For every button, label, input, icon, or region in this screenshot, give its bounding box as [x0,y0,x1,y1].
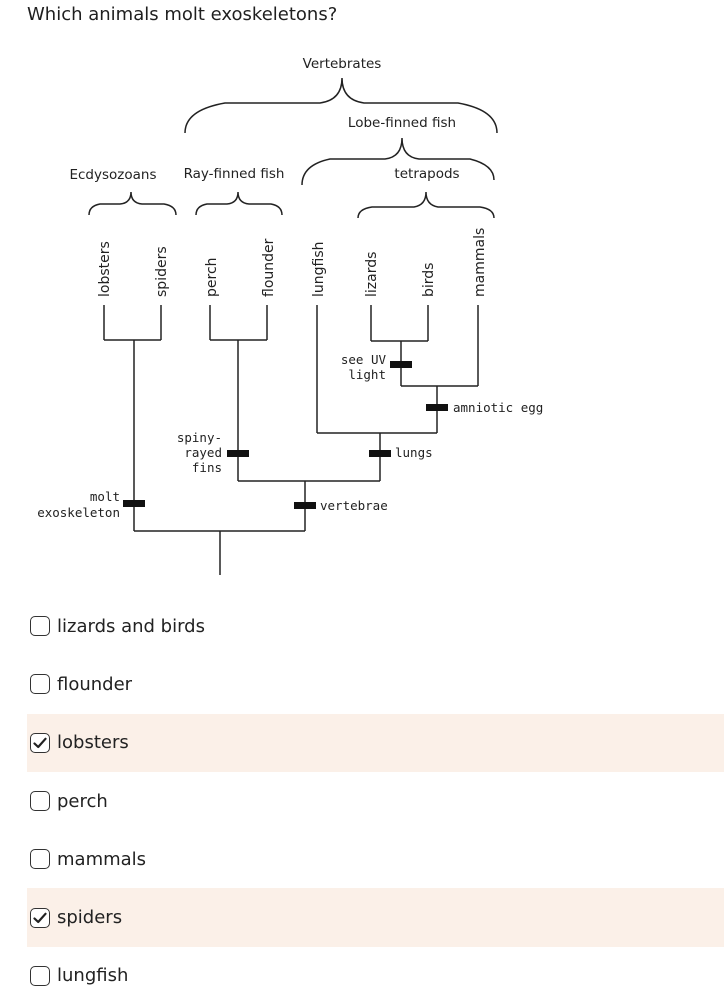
trait-mark-molt-exoskeleton [123,500,145,507]
trait-mark-see-uv-light [390,361,412,368]
option-label: lungfish [57,965,129,987]
trait-label-spiny-1: spiny- [177,430,222,445]
trait-mark-lungs [369,450,391,457]
trait-label-amniotic-egg: amniotic egg [453,400,543,415]
group-label-ecdysozoans: Ecdysozoans [69,167,156,183]
taxon-lobsters: lobsters [97,241,113,297]
option-flounder[interactable]: flounder [27,655,724,713]
trait-label-spiny-3: fins [192,460,222,475]
trait-mark-spiny-rayed-fins [227,450,249,457]
option-label: flounder [57,673,133,695]
taxon-lizards: lizards [364,252,380,297]
taxon-perch: perch [204,257,220,297]
trait-mark-amniotic-egg [426,404,448,411]
checkbox[interactable] [30,674,50,695]
option-label: perch [57,790,108,812]
checkmark-icon [33,912,47,923]
trait-label-lungs: lungs [395,445,433,460]
group-label-lobe-finned-fish: Lobe-finned fish [348,115,456,131]
brace-ray-finned-fish [195,191,283,216]
cladogram: Vertebrates Lobe-finned fish Ecdysozoans… [37,56,543,575]
checkbox[interactable] [30,732,50,753]
option-label: spiders [57,907,123,929]
taxon-spiders: spiders [154,246,170,297]
trait-label-see-uv-2: light [348,367,386,382]
checkbox[interactable] [30,907,50,928]
option-perch[interactable]: perch [27,772,724,830]
question-text: Which animals molt exoskeletons? [27,4,338,25]
trait-label-molt-1: molt [90,489,120,504]
brace-tetrapods [357,191,495,219]
option-spiders[interactable]: spiders [27,888,724,947]
option-lobsters[interactable]: lobsters [27,713,724,772]
trait-mark-vertebrae [294,502,316,509]
checkbox[interactable] [30,965,50,986]
trait-label-spiny-2: rayed [184,445,222,460]
option-mammals[interactable]: mammals [27,830,724,888]
option-lungfish[interactable]: lungfish [27,947,724,1005]
brace-vertebrates [184,77,498,134]
option-lizards-and-birds[interactable]: lizards and birds [27,597,724,655]
trait-label-molt-2: exoskeleton [37,505,120,520]
tree-lines [103,305,479,575]
brace-ecdysozoans [88,191,177,216]
group-label-tetrapods: tetrapods [394,166,459,182]
taxon-flounder: flounder [261,238,277,297]
option-label: lizards and birds [57,615,205,637]
taxon-lungfish: lungfish [311,241,327,297]
checkbox[interactable] [30,849,50,870]
trait-label-vertebrae: vertebrae [320,498,388,513]
option-label: lobsters [57,732,129,754]
brace-lobe-finned-fish [301,137,495,186]
checkbox[interactable] [30,791,50,812]
checkbox[interactable] [30,616,50,637]
taxon-mammals: mammals [472,228,488,297]
taxon-birds: birds [421,263,437,297]
answer-options: lizards and birds flounder lobsters perc… [27,597,724,1005]
group-label-vertebrates: Vertebrates [303,56,382,72]
option-label: mammals [57,848,147,870]
group-label-ray-finned-fish: Ray-finned fish [184,166,285,182]
trait-label-see-uv-1: see UV [341,352,387,367]
checkmark-icon [33,737,47,748]
